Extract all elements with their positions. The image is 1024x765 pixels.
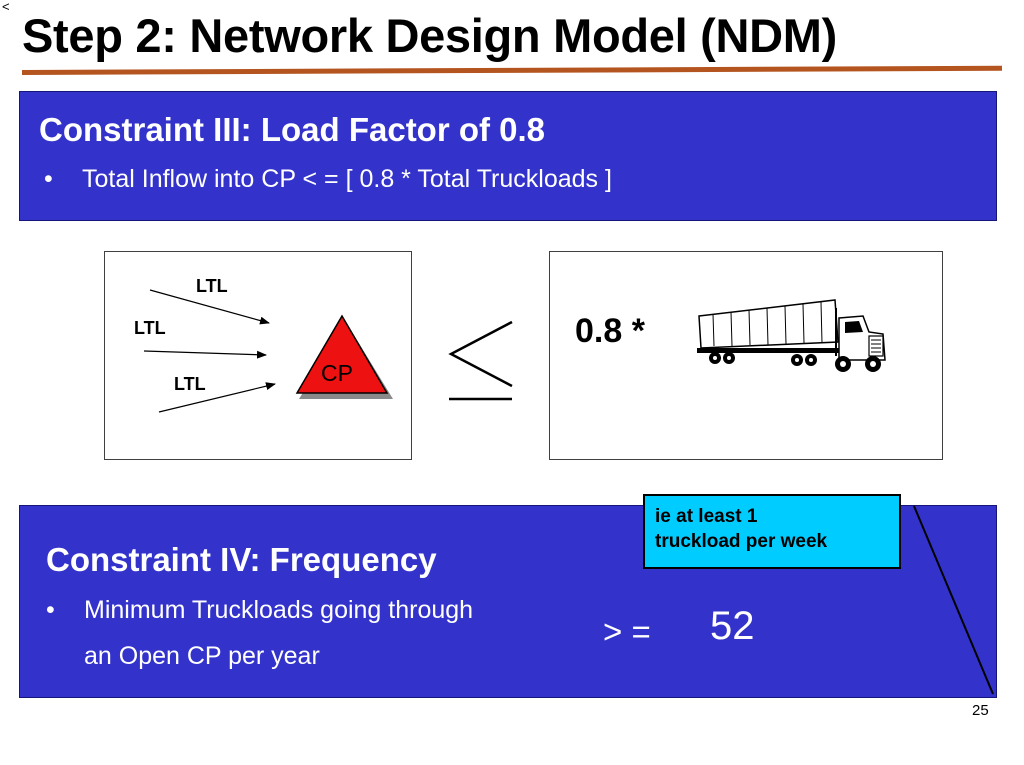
ltl-label-middle: LTL <box>134 318 166 338</box>
constraint-3-bullet-text: Total Inflow into CP < = [ 0.8 * Total T… <box>82 165 612 193</box>
constraint-4-bullet: • Minimum Truckloads going through <box>46 596 473 625</box>
load-factor-multiplier: 0.8 * <box>575 312 645 350</box>
constraint-4-bullet-line-1: Minimum Truckloads going through <box>84 596 474 624</box>
truckload-diagram-box: 0.8 * <box>549 251 943 460</box>
constraint-4-panel: Constraint IV: Frequency • Minimum Truckl… <box>19 505 997 698</box>
inflow-diagram-box: LTL LTL LTL <box>104 251 412 460</box>
bullet-marker: • <box>44 165 53 193</box>
semi-truck-icon <box>697 299 886 372</box>
ltl-label-top: LTL <box>196 276 228 296</box>
constraint-4-value: 52 <box>710 604 755 648</box>
corner-mark: < <box>2 0 10 14</box>
frequency-callout: ie at least 1 truckload per week <box>643 494 901 569</box>
constraint-3-panel: Constraint III: Load Factor of 0.8 • Tota… <box>19 91 997 221</box>
constraint-3-bullet: • Total Inflow into CP < = [ 0.8 * Total … <box>44 165 612 194</box>
callout-line-1: ie at least 1 <box>655 506 758 527</box>
bullet-marker: • <box>46 596 55 624</box>
ltl-label-bottom: LTL <box>174 374 206 394</box>
less-or-equal-symbol <box>448 320 513 401</box>
constraint-4-operator: > = <box>603 613 651 650</box>
cp-node-label: CP <box>321 360 353 386</box>
constraint-3-heading: Constraint III: Load Factor of 0.8 <box>39 111 546 148</box>
constraint-4-bullet-line-2: an Open CP per year <box>84 642 320 670</box>
constraint-4-heading: Constraint IV: Frequency <box>46 541 437 578</box>
slide-title: Step 2: Network Design Model (NDM) <box>22 9 837 62</box>
callout-line-2: truckload per week <box>655 531 828 552</box>
page-number: 25 <box>972 702 989 719</box>
